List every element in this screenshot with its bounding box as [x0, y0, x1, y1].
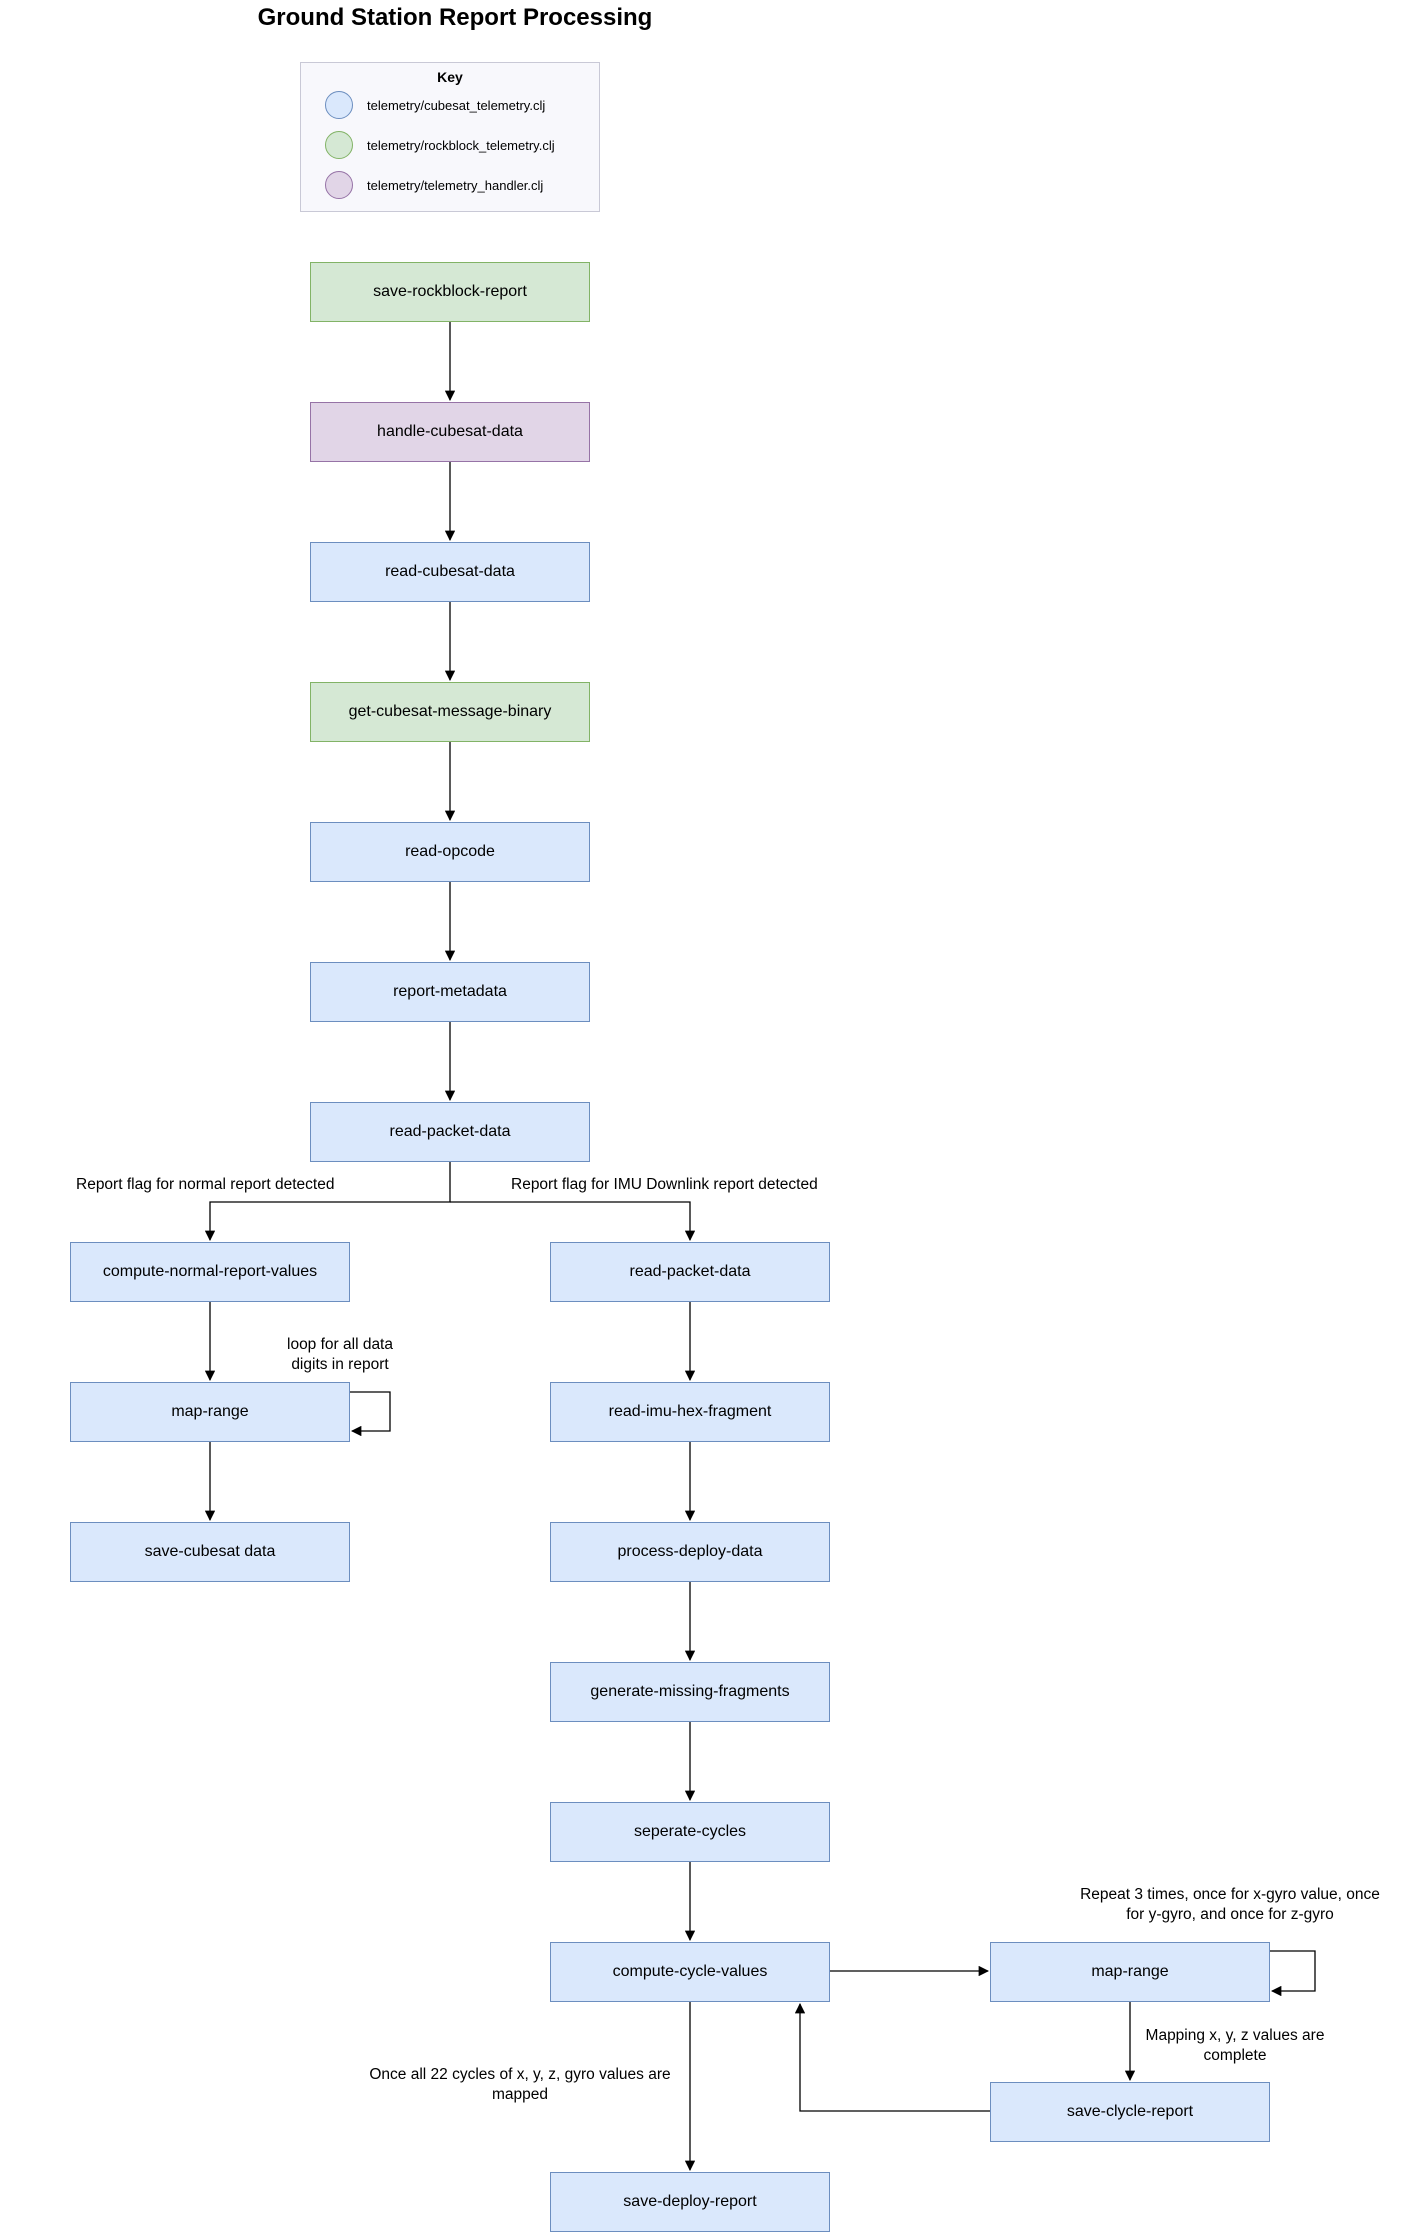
label-loop-digits: loop for all data digits in report [255, 1335, 425, 1375]
node-read-imu-hex-fragment[interactable]: read-imu-hex-fragment [550, 1382, 830, 1442]
node-map-range-cycle[interactable]: map-range [990, 1942, 1270, 2002]
label-imu-flag: Report flag for IMU Downlink report dete… [511, 1176, 818, 1193]
legend-label: telemetry/cubesat_telemetry.clj [367, 98, 546, 113]
label-mapping-complete-line-2: complete [1203, 2047, 1267, 2064]
node-compute-cycle-values[interactable]: compute-cycle-values [550, 1942, 830, 2002]
node-read-packet-data-imu[interactable]: read-packet-data [550, 1242, 830, 1302]
legend-swatch-blue [325, 91, 353, 119]
edge-read-packet-to-normal [204, 1162, 451, 1242]
label-mapping-complete: Mapping x, y, z values are complete [1130, 2026, 1340, 2066]
label-loop-digits-line-2: digits in report [291, 1356, 389, 1373]
label-all-cycles: Once all 22 cycles of x, y, z, gyro valu… [350, 2065, 690, 2105]
node-seperate-cycles[interactable]: seperate-cycles [550, 1802, 830, 1862]
node-save-cubesat-data[interactable]: save-cubesat data [70, 1522, 350, 1582]
edge-map-range-cycle-loop [1270, 1950, 1316, 1997]
node-report-metadata[interactable]: report-metadata [310, 962, 590, 1022]
edge-map-range-loop [350, 1391, 391, 1437]
node-save-clycle-report[interactable]: save-clycle-report [990, 2082, 1270, 2142]
node-save-deploy-report[interactable]: save-deploy-report [550, 2172, 830, 2232]
node-generate-missing-fragments[interactable]: generate-missing-fragments [550, 1662, 830, 1722]
legend-swatch-purple [325, 171, 353, 199]
label-repeat-gyro-line-2: for y-gyro, and once for z-gyro [1126, 1906, 1334, 1923]
legend-label: telemetry/telemetry_handler.clj [367, 178, 544, 193]
legend-swatch-green [325, 131, 353, 159]
node-read-opcode[interactable]: read-opcode [310, 822, 590, 882]
legend-title: Key [437, 69, 463, 85]
node-map-range-normal[interactable]: map-range [70, 1382, 350, 1442]
label-loop-digits-line-1: loop for all data [287, 1336, 393, 1353]
node-read-packet-data[interactable]: read-packet-data [310, 1102, 590, 1162]
label-repeat-gyro: Repeat 3 times, once for x-gyro value, o… [1060, 1885, 1400, 1925]
label-mapping-complete-line-1: Mapping x, y, z values are [1145, 2027, 1325, 2044]
label-all-cycles-line-1: Once all 22 cycles of x, y, z, gyro valu… [369, 2066, 671, 2083]
node-process-deploy-data[interactable]: process-deploy-data [550, 1522, 830, 1582]
legend-label: telemetry/rockblock_telemetry.clj [367, 138, 555, 153]
label-all-cycles-line-2: mapped [491, 2086, 548, 2103]
node-save-rockblock-report[interactable]: save-rockblock-report [310, 262, 590, 322]
label-normal-flag: Report flag for normal report detected [76, 1176, 335, 1193]
label-repeat-gyro-line-1: Repeat 3 times, once for x-gyro value, o… [1080, 1886, 1380, 1903]
edge-save-clycle-to-compute-cycle [794, 2002, 990, 2112]
node-compute-normal-report-values[interactable]: compute-normal-report-values [70, 1242, 350, 1302]
diagram-title: Ground Station Report Processing [257, 4, 653, 31]
node-get-cubesat-message-binary[interactable]: get-cubesat-message-binary [310, 682, 590, 742]
edge-read-packet-to-imu [450, 1201, 696, 1242]
node-read-cubesat-data[interactable]: read-cubesat-data [310, 542, 590, 602]
legend-key: Key telemetry/cubesat_telemetry.clj tele… [300, 62, 600, 212]
node-handle-cubesat-data[interactable]: handle-cubesat-data [310, 402, 590, 462]
